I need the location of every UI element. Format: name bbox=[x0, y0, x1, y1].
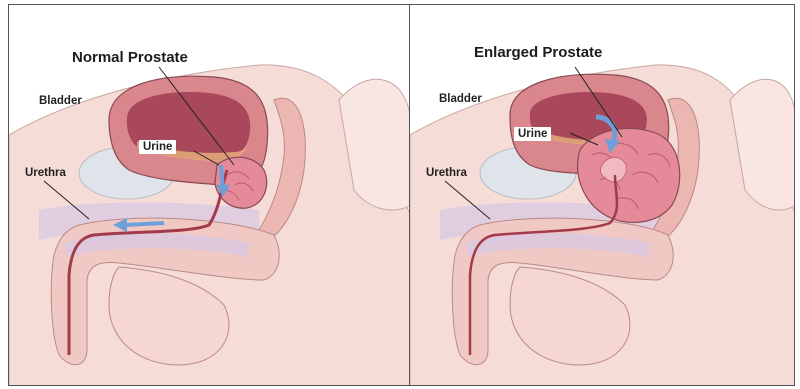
bladder-label: Bladder bbox=[39, 95, 82, 107]
enlarged-prostate-title: Enlarged Prostate bbox=[474, 44, 602, 61]
bladder-label: Bladder bbox=[439, 93, 482, 105]
enlarged-prostate-panel: Enlarged Prostate Bladder Urine Urethra bbox=[409, 4, 795, 386]
enlarged-anatomy-illustration bbox=[410, 5, 795, 386]
flow-arrow-urethra bbox=[124, 223, 164, 225]
normal-prostate-panel: Normal Prostate Bladder Urine Urethra bbox=[8, 4, 410, 386]
normal-anatomy-illustration bbox=[9, 5, 410, 386]
urine-label: Urine bbox=[514, 127, 551, 141]
urethra-label: Urethra bbox=[25, 167, 66, 179]
urine-label: Urine bbox=[139, 140, 176, 154]
normal-prostate-title: Normal Prostate bbox=[72, 49, 188, 66]
urethra-label: Urethra bbox=[426, 167, 467, 179]
